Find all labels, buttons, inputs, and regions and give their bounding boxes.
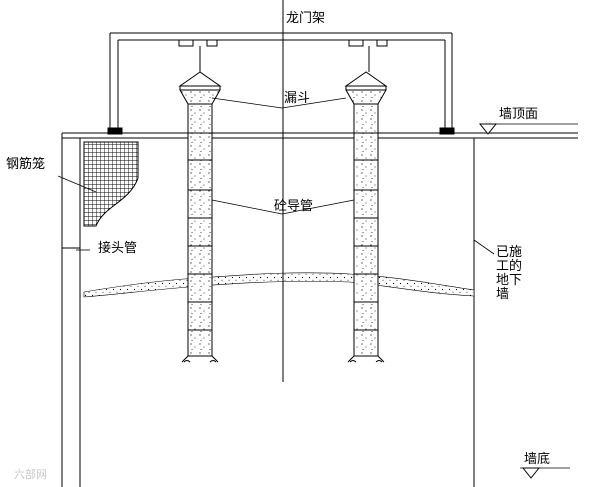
rebar-cage xyxy=(83,141,139,227)
joint-pipe xyxy=(61,247,81,366)
right-funnel xyxy=(344,71,388,105)
watermark: 六部网 xyxy=(14,467,47,481)
wall-top-elevation-marker xyxy=(478,123,498,135)
wall-bottom-elevation-marker xyxy=(521,467,541,479)
wall-top-label: 墙顶面 xyxy=(499,107,538,122)
gantry-hoists xyxy=(178,39,388,72)
built-wall-label: 已施工的地下墙 xyxy=(496,245,522,302)
tremie-pipe-label: 砼导管 xyxy=(274,199,313,214)
concrete-fill-surface xyxy=(83,272,475,298)
gantry-frame xyxy=(107,32,455,135)
built-wall-label-text: 已施工的地下墙 xyxy=(496,245,522,302)
ground-surface xyxy=(62,132,578,139)
left-tremie-pipe xyxy=(181,103,219,363)
wall-bottom-label: 墙底 xyxy=(524,451,550,467)
joint-pipe-label: 接头管 xyxy=(98,240,137,256)
left-funnel xyxy=(178,71,222,105)
rebar-cage-label: 钢筋笼 xyxy=(6,156,45,172)
funnel-label: 漏斗 xyxy=(284,90,310,106)
gantry-label: 龙门架 xyxy=(286,11,325,26)
trench-left-wall xyxy=(61,133,81,487)
right-tremie-pipe xyxy=(347,103,385,363)
